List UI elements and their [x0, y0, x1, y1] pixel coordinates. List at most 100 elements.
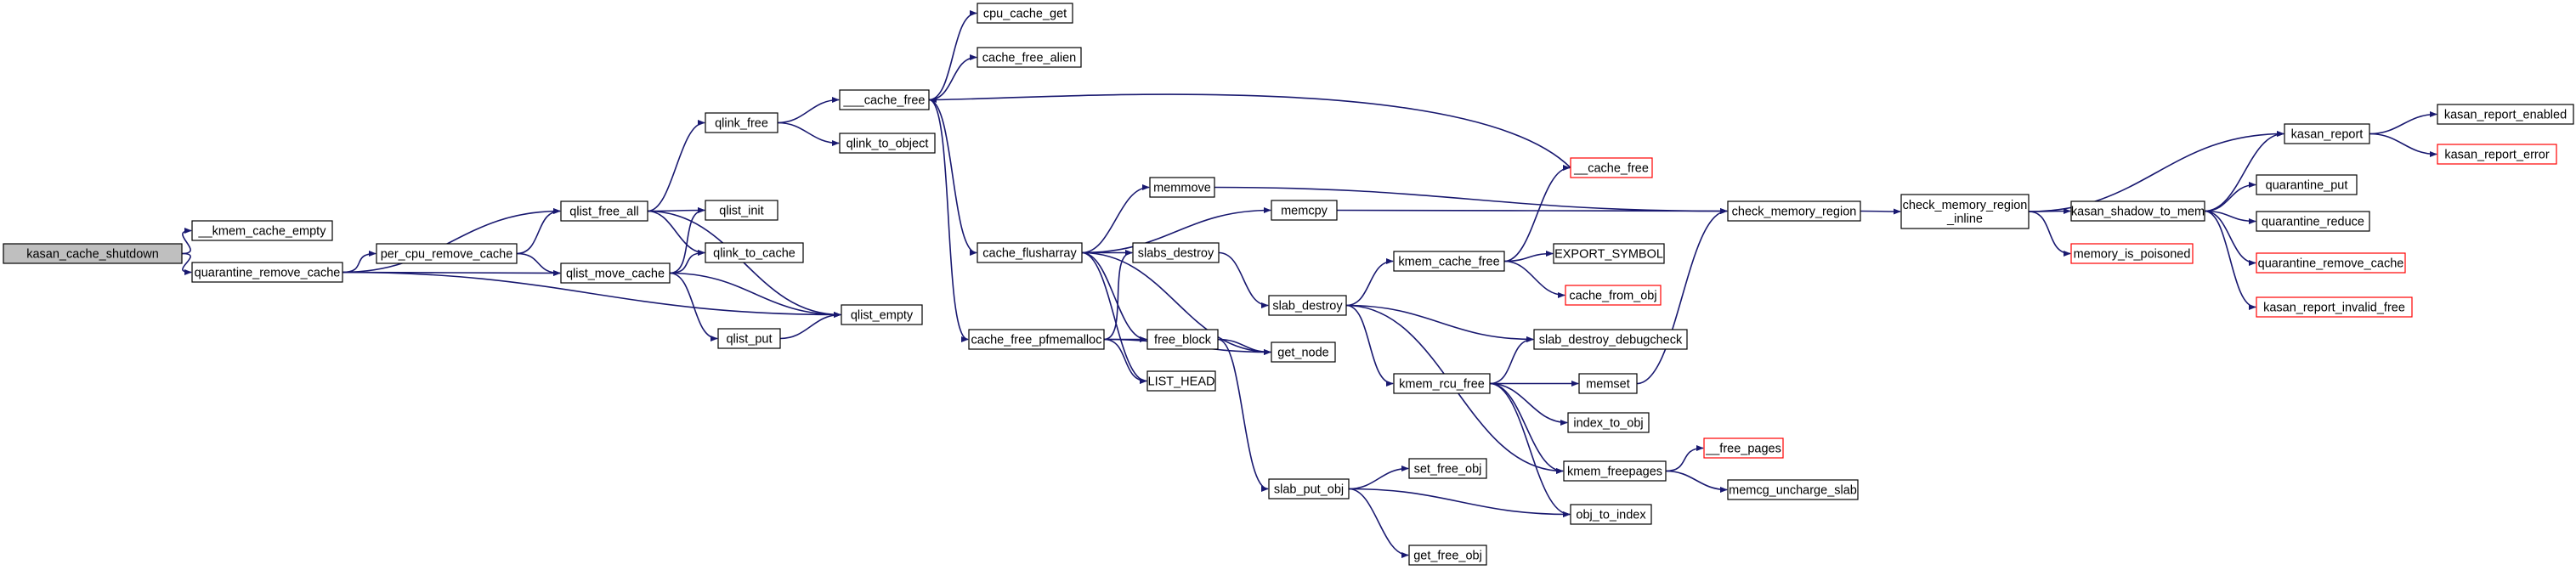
- node-kmem-cache-empty[interactable]: __kmem_cache_empty: [191, 220, 333, 241]
- node-kasan-report[interactable]: kasan_report: [2284, 123, 2370, 144]
- node-qlink-to-cache[interactable]: qlink_to_cache: [705, 242, 804, 263]
- node-index-to-obj[interactable]: index_to_obj: [1567, 412, 1650, 433]
- node-memory-is-poisoned[interactable]: memory_is_poisoned: [2070, 243, 2194, 264]
- node-label: kmem_cache_free: [1398, 256, 1499, 269]
- node-kmem-freepages[interactable]: kmem_freepages: [1563, 460, 1667, 482]
- node-label: qlist_put: [726, 333, 772, 347]
- node-cache-free[interactable]: ___cache_free: [839, 89, 930, 110]
- node-get-node[interactable]: get_node: [1271, 341, 1336, 363]
- node-box: [2437, 144, 2557, 165]
- node-per-cpu-remove-cache[interactable]: per_cpu_remove_cache: [376, 243, 518, 264]
- node-label: kasan_report_invalid_free: [2263, 302, 2405, 315]
- node-memset[interactable]: memset: [1578, 373, 1638, 394]
- edge-cache-free-to-cache-free: [929, 93, 1571, 169]
- edge-check-memory-region-inline-to-memory-is-poisoned: [2028, 211, 2071, 257]
- node-label: get_node: [1277, 347, 1328, 360]
- node-box: [705, 200, 778, 221]
- edge-slab-destroy-to-kmem-cache-free: [1345, 257, 1394, 307]
- node-label: check_memory_region: [1903, 199, 2028, 212]
- node-label: slab_destroy: [1272, 300, 1343, 313]
- node-memcg-uncharge-slab[interactable]: memcg_uncharge_slab: [1727, 479, 1859, 500]
- node-box: [1563, 460, 1667, 482]
- edge-slabs-destroy-to-slab-destroy: [1218, 251, 1269, 309]
- node-box: [560, 262, 671, 284]
- node-qlink-free[interactable]: qlink_free: [705, 112, 778, 133]
- node-kmem-cache-free[interactable]: kmem_cache_free: [1393, 251, 1505, 272]
- node-box: [1149, 177, 1215, 198]
- node-cache-from-obj[interactable]: cache_from_obj: [1565, 285, 1662, 306]
- edge-kasan-report-to-kasan-report-error: [2369, 133, 2437, 158]
- edge-qlink-free-to-cache-free: [777, 96, 840, 124]
- node-label: cache_free_pfmemalloc: [971, 334, 1102, 347]
- edge-kmem-cache-free-to-export-symbol: [1503, 250, 1554, 262]
- node-label: cpu_cache_get: [983, 8, 1067, 21]
- node-cache-free-pfmemalloc[interactable]: cache_free_pfmemalloc: [968, 329, 1105, 350]
- node-qlist-put[interactable]: qlist_put: [717, 328, 781, 349]
- node-qlist-empty[interactable]: qlist_empty: [841, 304, 923, 325]
- node-qlink-to-object[interactable]: qlink_to_object: [839, 133, 936, 154]
- edge-kmem-cache-free-to-cache-free: [1503, 164, 1571, 262]
- node-label: qlink_to_cache: [713, 247, 795, 261]
- node-kasan-report-invalid-free[interactable]: kasan_report_invalid_free: [2256, 296, 2413, 318]
- node-box: [191, 262, 343, 283]
- node-cpu-cache-get[interactable]: cpu_cache_get: [977, 3, 1073, 24]
- node-label: quarantine_put: [2266, 179, 2348, 193]
- node-slab-destroy-debugcheck[interactable]: slab_destroy_debugcheck: [1533, 329, 1688, 350]
- node-cache-flusharray[interactable]: cache_flusharray: [977, 242, 1083, 263]
- node-qlist-free-all[interactable]: qlist_free_all: [560, 200, 648, 222]
- node-memcpy[interactable]: memcpy: [1271, 200, 1338, 221]
- node-label: obj_to_index: [1576, 509, 1646, 522]
- node-box: [1565, 285, 1662, 306]
- node-free-block[interactable]: free_block: [1146, 329, 1219, 350]
- node-box: [376, 243, 518, 264]
- node-quarantine-remove-cache[interactable]: quarantine_remove_cache: [191, 262, 343, 283]
- edge-cache-free-to-cache-flusharray: [928, 99, 977, 257]
- node-box: [1408, 458, 1487, 479]
- edge-kmem-rcu-free-to-index-to-obj: [1489, 382, 1568, 426]
- node-obj-to-index[interactable]: obj_to_index: [1570, 504, 1652, 525]
- node-label: kasan_report_enabled: [2444, 109, 2567, 122]
- node-free-pages[interactable]: __free_pages: [1703, 437, 1784, 459]
- edge-qlist-move-cache-to-qlist-empty: [669, 272, 841, 319]
- node-qlist-move-cache[interactable]: qlist_move_cache: [560, 262, 671, 284]
- node-memmove[interactable]: memmove: [1149, 177, 1215, 198]
- node-label: kmem_freepages: [1567, 466, 1662, 479]
- node-box: [1900, 194, 2030, 229]
- node-cache-free[interactable]: __cache_free: [1570, 157, 1653, 178]
- edge-memmove-to-check-memory-region: [1214, 186, 1728, 215]
- node-box: [1553, 243, 1665, 264]
- node-check-memory-region[interactable]: check_memory_region: [1727, 200, 1861, 222]
- node-kasan-report-error[interactable]: kasan_report_error: [2437, 144, 2557, 165]
- edge-qlist-free-all-to-qlink-free: [647, 119, 705, 212]
- node-list-head[interactable]: LIST_HEAD: [1146, 370, 1216, 392]
- node-quarantine-reduce[interactable]: quarantine_reduce: [2256, 211, 2370, 232]
- node-label: quarantine_remove_cache: [2258, 257, 2404, 271]
- node-cache-free-alien[interactable]: cache_free_alien: [977, 47, 1082, 68]
- edge-kasan-shadow-to-mem-to-quarantine-remove-cache-2: [2204, 210, 2256, 267]
- node-get-free-obj[interactable]: get_free_obj: [1408, 545, 1487, 566]
- edge-cache-free-pfmemalloc-to-list-head: [1103, 338, 1147, 385]
- edge-cache-free-to-cpu-cache-get: [928, 9, 977, 101]
- node-slab-destroy[interactable]: slab_destroy: [1268, 295, 1347, 316]
- node-kasan-shadow-to-mem[interactable]: kasan_shadow_to_mem: [2070, 200, 2205, 222]
- node-kmem-rcu-free[interactable]: kmem_rcu_free: [1393, 373, 1491, 394]
- edge-qlist-move-cache-to-qlink-to-cache: [669, 249, 705, 274]
- node-slabs-destroy[interactable]: slabs_destroy: [1132, 242, 1220, 263]
- node-quarantine-put[interactable]: quarantine_put: [2256, 174, 2358, 195]
- node-quarantine-remove-cache-2[interactable]: quarantine_remove_cache: [2256, 252, 2406, 274]
- node-box: [1146, 370, 1216, 392]
- edge-qlink-free-to-qlink-to-object: [777, 121, 840, 147]
- node-export-symbol[interactable]: EXPORT_SYMBOL: [1553, 243, 1665, 264]
- node-label: __cache_free: [1573, 162, 1649, 176]
- edge-kasan-shadow-to-mem-to-kasan-report: [2204, 130, 2284, 212]
- node-kasan-report-enabled[interactable]: kasan_report_enabled: [2437, 104, 2574, 125]
- node-label: __free_pages: [1705, 443, 1781, 456]
- node-set-free-obj[interactable]: set_free_obj: [1408, 458, 1487, 479]
- node-qlist-init[interactable]: qlist_init: [705, 200, 778, 221]
- node-label: get_free_obj: [1413, 550, 1482, 563]
- node-box: [1533, 329, 1688, 350]
- node-check-memory-region-inline[interactable]: check_memory_region_inline: [1900, 194, 2030, 229]
- node-kasan-cache-shutdown[interactable]: kasan_cache_shutdown: [3, 243, 183, 264]
- node-slab-put-obj[interactable]: slab_put_obj: [1268, 478, 1350, 499]
